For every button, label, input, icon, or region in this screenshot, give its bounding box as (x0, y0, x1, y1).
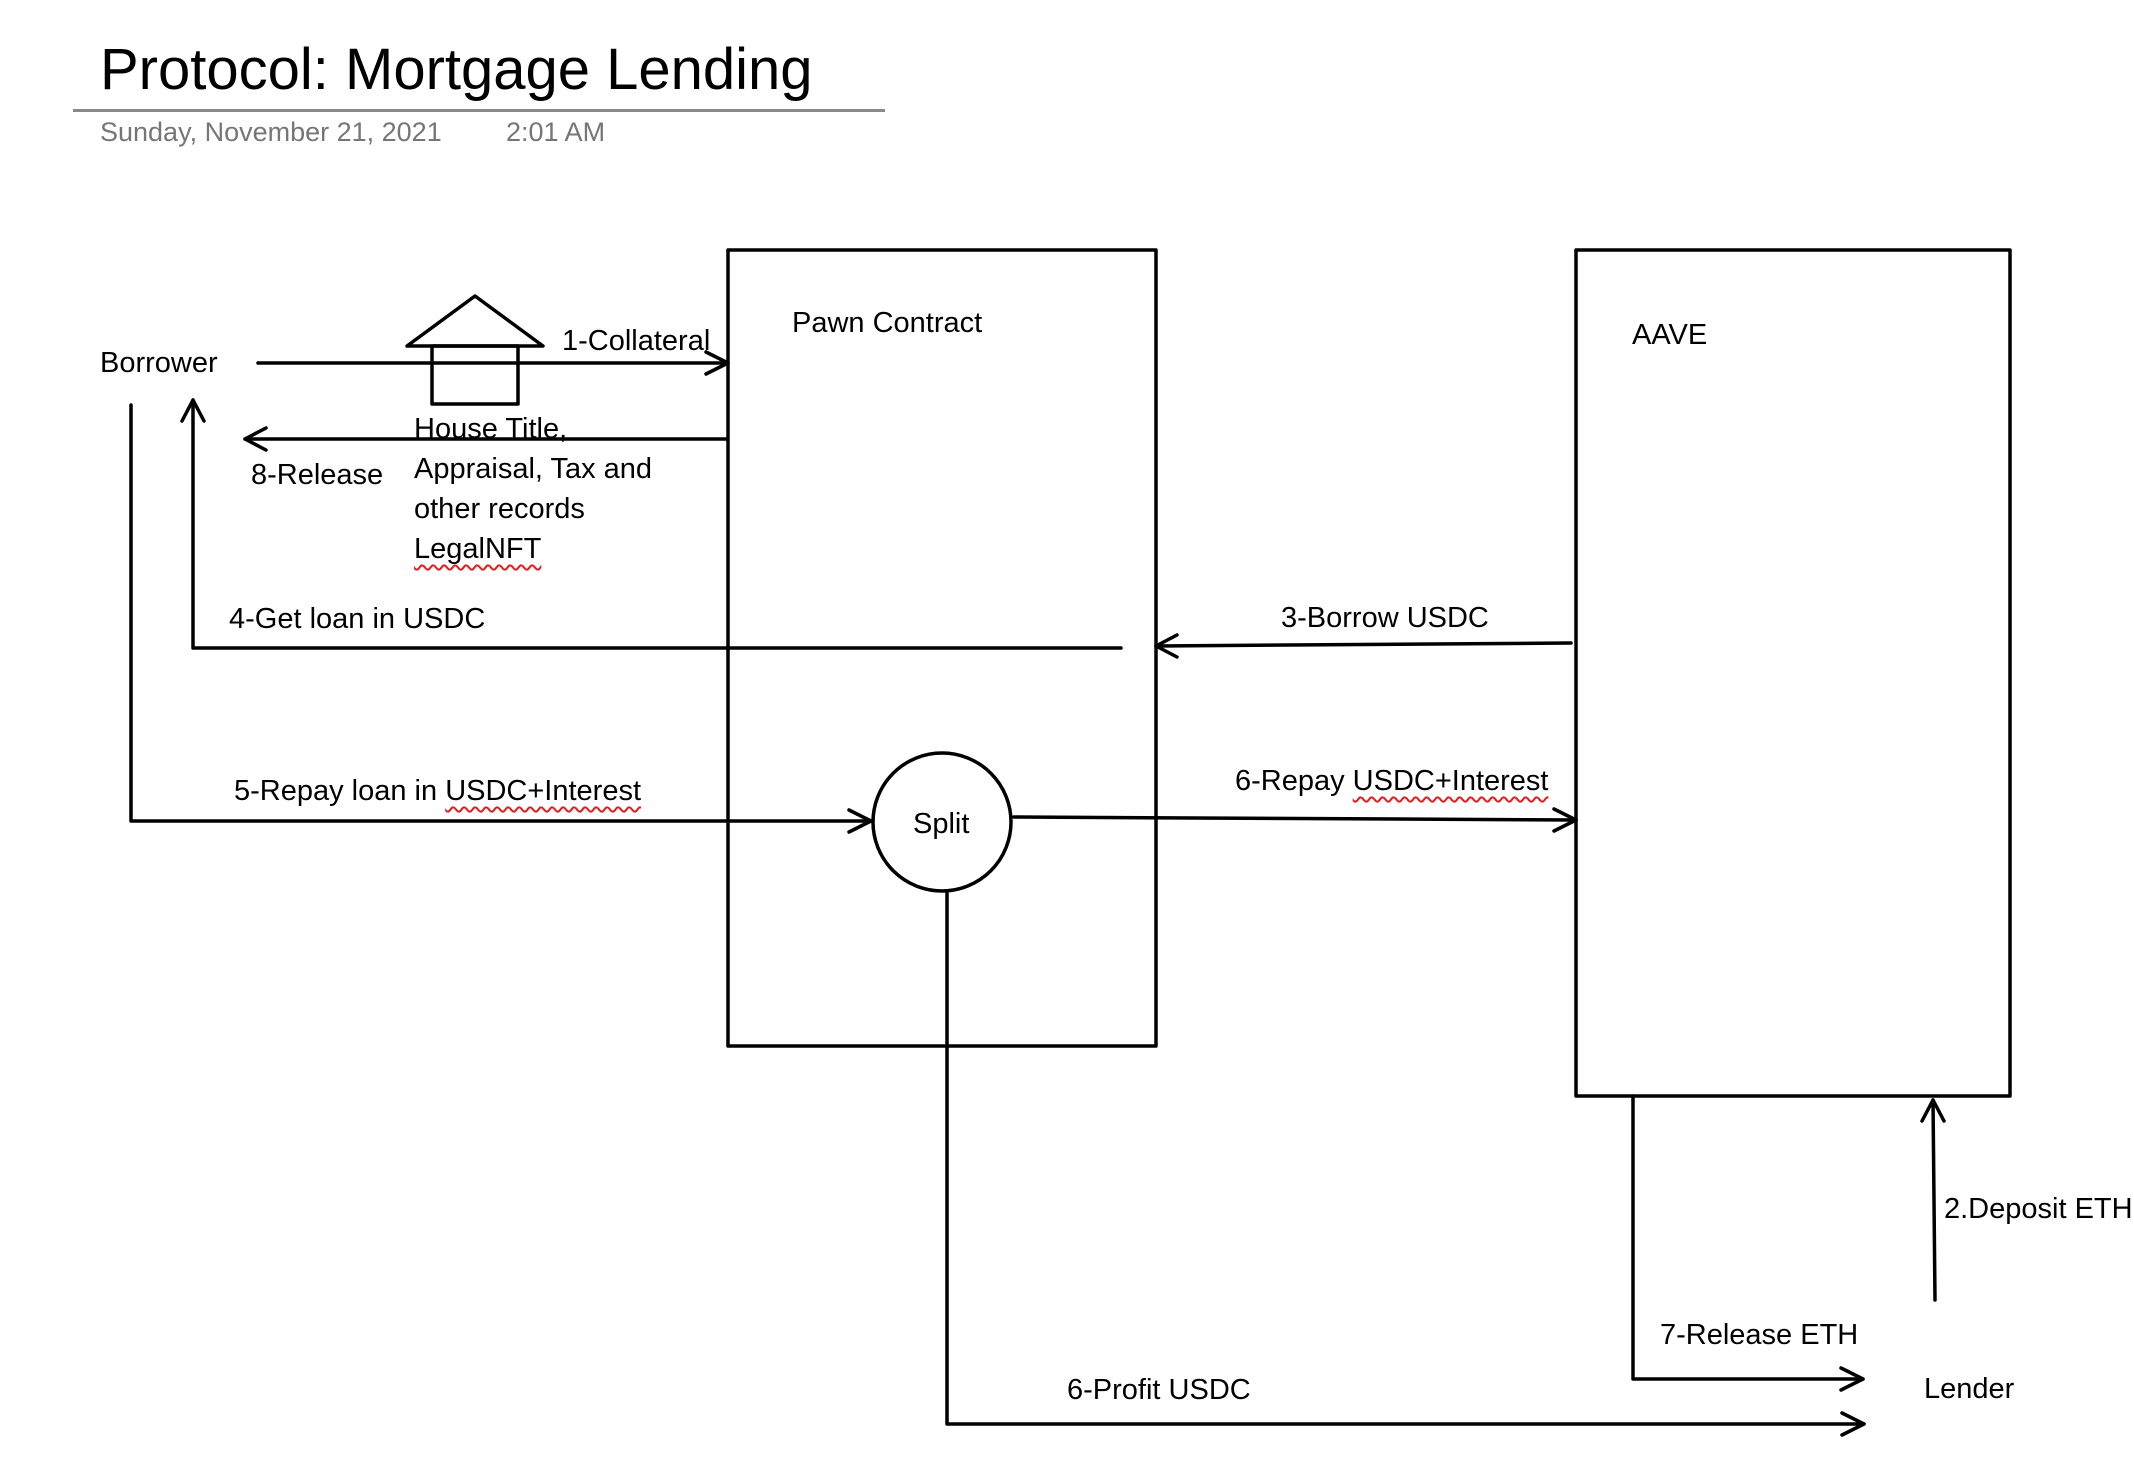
edge-repay-aave (1012, 807, 1578, 833)
edge-get-loan (180, 398, 1123, 650)
collateral-note-line-3: other records (414, 493, 585, 525)
house-icon (405, 294, 545, 406)
edge-profit (945, 889, 1866, 1437)
node-pawn-contract: Pawn Contract (792, 307, 983, 339)
edge-collateral (256, 350, 730, 376)
edge-label-repay-aave-prefix: 6-Repay (1235, 765, 1353, 797)
edge-label-collateral: 1-Collateral (562, 325, 711, 357)
edge-label-repay-aave-suffix: USDC+Interest (1352, 765, 1549, 797)
page-time: 2:01 AM (506, 117, 606, 147)
edge-label-profit: 6-Profit USDC (1067, 1374, 1251, 1406)
edge-release (243, 426, 728, 452)
node-lender: Lender (1924, 1373, 2015, 1405)
node-aave: AAVE (1632, 319, 1708, 351)
page-date: Sunday, November 21, 2021 (100, 117, 442, 147)
split-node (871, 751, 1013, 893)
edge-label-borrow-usdc: 3-Borrow USDC (1281, 602, 1489, 634)
edge-label-get-loan: 4-Get loan in USDC (229, 603, 486, 635)
collateral-note-line-1: House Title, (414, 413, 568, 445)
edge-label-repay-loan-suffix: USDC+Interest (445, 775, 642, 807)
node-split: Split (913, 808, 970, 840)
edge-repay-loan (129, 403, 873, 834)
edge-deposit-eth (1920, 1098, 1946, 1302)
edge-borrow-usdc (1154, 633, 1573, 659)
edge-label-repay-loan: 5-Repay loan in USDC+Interest (234, 771, 641, 811)
collateral-note-line-2: Appraisal, Tax and (414, 453, 653, 485)
edge-label-release: 8-Release (251, 459, 384, 491)
edge-label-release-eth: 7-Release ETH (1660, 1319, 1859, 1351)
aave-box (1574, 248, 2012, 1098)
edge-release-eth (1631, 1094, 1865, 1392)
collateral-note-line-4: LegalNFT (414, 533, 542, 565)
edge-label-repay-aave: 6-Repay USDC+Interest (1235, 761, 1549, 801)
edge-label-deposit-eth: 2.Deposit ETH (1944, 1193, 2133, 1225)
page-title: Protocol: Mortgage Lending (100, 37, 813, 102)
edge-label-repay-loan-prefix: 5-Repay loan in (234, 775, 446, 807)
node-borrower: Borrower (100, 347, 218, 379)
title-divider (73, 109, 885, 112)
